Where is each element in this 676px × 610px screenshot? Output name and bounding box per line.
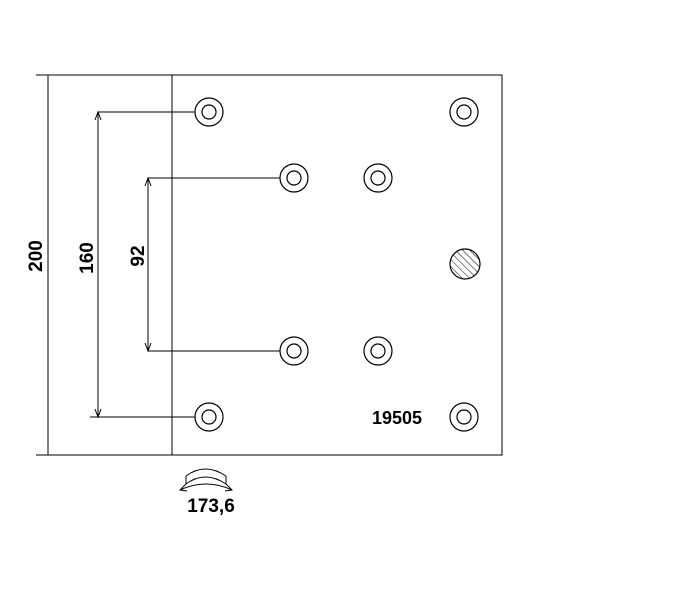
arc-width-symbol [178, 468, 234, 492]
rivet-hole [194, 97, 224, 127]
dimension-arc-width-label: 173,6 [187, 496, 235, 517]
dimension-inner-hole-spacing-label: 92 [128, 245, 149, 266]
part-number: 19505 [372, 408, 422, 428]
rivet-hole [449, 402, 479, 432]
rivet-hole [449, 97, 479, 127]
rivet-hole [363, 336, 393, 366]
dimension-outer-hole-spacing: 160 [77, 110, 198, 419]
rivet-hole [194, 402, 224, 432]
dimension-outer-hole-spacing-label: 160 [77, 242, 98, 274]
rivet-hole [279, 336, 309, 366]
dimension-inner-hole-spacing: 92 [128, 176, 283, 353]
dimension-total-height: 200 [26, 74, 49, 456]
dimension-total-height-label: 200 [26, 240, 47, 272]
plate-outline [47, 74, 503, 456]
rivet-hole [279, 163, 309, 193]
rivet-hole [363, 163, 393, 193]
hatched-pin [449, 248, 481, 280]
